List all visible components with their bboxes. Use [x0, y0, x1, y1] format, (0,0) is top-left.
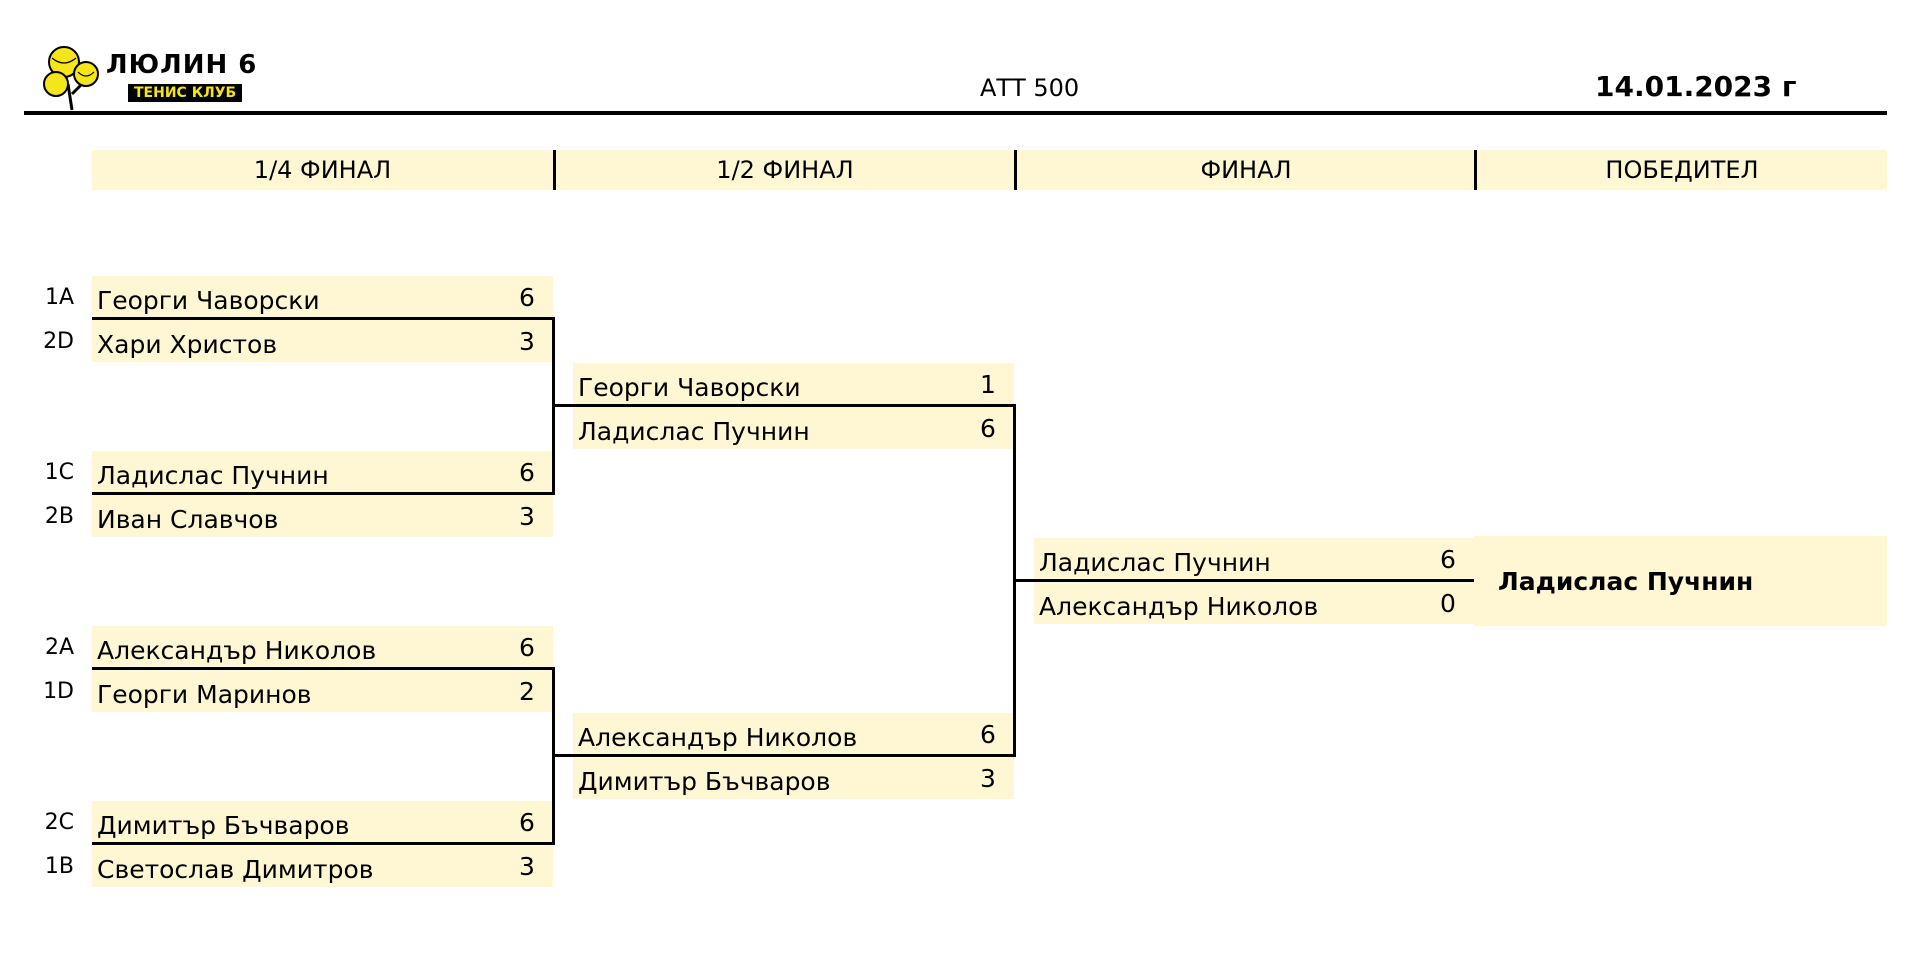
round-header-final: ФИНАЛ: [1014, 150, 1475, 190]
player-name: Георги Чаворски: [573, 363, 962, 405]
player-name: Ладислас Пучнин: [92, 451, 501, 493]
player-score: 6: [1422, 538, 1474, 580]
bracket-line: [1016, 579, 1476, 582]
bracket-line: [92, 667, 555, 670]
player-name: Светослав Димитров: [92, 845, 501, 887]
player-score: 0: [1422, 582, 1474, 624]
bracket-connector: [1013, 404, 1016, 757]
seed-label: 2A: [44, 634, 74, 660]
player-name: Ладислас Пучнин: [573, 407, 962, 449]
round-header-winner: ПОБЕДИТЕЛ: [1474, 150, 1887, 190]
player-score: 2: [501, 670, 553, 712]
tournament-date: 14.01.2023 г: [1595, 70, 1797, 103]
player-score: 3: [501, 495, 553, 537]
player-name: Георги Маринов: [92, 670, 501, 712]
seed-label: 2C: [44, 809, 74, 835]
seed-label: 1A: [44, 284, 74, 310]
tournament-title: АТТ 500: [980, 74, 1080, 102]
seed-label: 1C: [44, 459, 74, 485]
seed-label: 1B: [44, 853, 74, 879]
seed-label: 1D: [43, 678, 74, 704]
round-header-quarterfinal: 1/4 ФИНАЛ: [92, 150, 553, 190]
player-score: 6: [962, 407, 1014, 449]
header-divider: [24, 111, 1887, 115]
logo-name: ЛЮЛИН 6: [106, 50, 258, 80]
player-name: Александър Николов: [92, 626, 501, 668]
player-name: Александър Николов: [573, 713, 962, 755]
bracket-line: [555, 404, 1016, 407]
player-score: 6: [501, 276, 553, 318]
player-name: Георги Чаворски: [92, 276, 501, 318]
player-score: 3: [501, 845, 553, 887]
tree-icon: [43, 46, 99, 111]
tournament-winner: Ладислас Пучнин: [1474, 536, 1887, 626]
bracket-line: [555, 754, 1016, 757]
club-logo: ЛЮЛИН 6 ТЕНИС КЛУБ: [38, 44, 278, 114]
player-name: Ладислас Пучнин: [1034, 538, 1422, 580]
player-score: 6: [501, 626, 553, 668]
bracket-line: [92, 317, 555, 320]
player-name: Александър Николов: [1034, 582, 1422, 624]
player-name: Иван Славчов: [92, 495, 501, 537]
seed-label: 2B: [44, 503, 74, 529]
logo-subtitle: ТЕНИС КЛУБ: [128, 84, 243, 102]
player-score: 6: [501, 801, 553, 843]
player-name: Хари Христов: [92, 320, 501, 362]
player-score: 3: [962, 757, 1014, 799]
player-score: 6: [962, 713, 1014, 755]
bracket-line: [92, 492, 555, 495]
bracket-line: [92, 842, 555, 845]
player-name: Димитър Бъчваров: [92, 801, 501, 843]
bracket-connector: [552, 317, 555, 495]
player-score: 1: [962, 363, 1014, 405]
player-name: Димитър Бъчваров: [573, 757, 962, 799]
round-header-semifinal: 1/2 ФИНАЛ: [553, 150, 1014, 190]
player-score: 3: [501, 320, 553, 362]
player-score: 6: [501, 451, 553, 493]
seed-label: 2D: [43, 328, 74, 354]
bracket-connector: [552, 667, 555, 845]
